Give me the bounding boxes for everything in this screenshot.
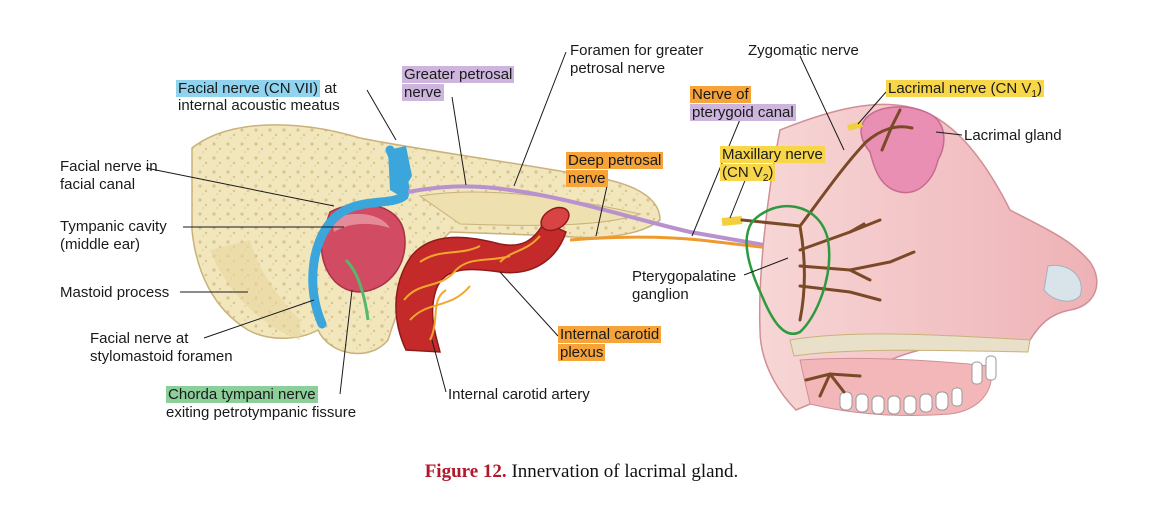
pterygopalatine-ganglion-outline — [745, 205, 831, 335]
leader-lines — [145, 51, 963, 395]
parasympathetic-branches — [740, 108, 916, 398]
facial-nerve-canal-label-2: facial canal — [60, 176, 136, 193]
figure-number: Figure 12. — [424, 461, 507, 482]
foramen-greater-label-2: petrosal nerve — [570, 60, 666, 77]
temporal-bone — [191, 124, 661, 355]
petrous-ridge — [418, 191, 642, 226]
chorda-tympani-label: Chorda tympani nerve — [166, 386, 318, 403]
pterygopalatine-label-1: Pterygopalatine — [632, 268, 737, 285]
greater-petrosal-label-1: Greater petrosal — [402, 66, 515, 83]
maxillary-nerve-tip — [721, 216, 743, 226]
lacrimal-gland — [860, 106, 945, 194]
mastoid-bone-lower — [210, 240, 300, 340]
nerve-pterygoid-label-1: Nerve of — [690, 86, 751, 103]
internal-carotid-plexus-label-1: Internal carotid — [558, 326, 662, 343]
deep-petrosal-label-2: nerve — [566, 170, 608, 187]
mastoid-process-label: Mastoid process — [60, 284, 170, 301]
greater-petrosal-nerve — [407, 184, 771, 248]
geniculate-ganglion — [388, 146, 412, 196]
deep-petrosal-label-1: Deep petrosal — [566, 152, 664, 169]
facial-nerve-stylo-label-2: stylomastoid foramen — [90, 348, 233, 365]
tympanic-cavity-label-1: Tympanic cavity — [60, 218, 167, 235]
facial-nerve-canal-label-1: Facial nerve in — [60, 158, 158, 175]
facial-nerve-cn7-label: Facial nerve (CN VII) at — [176, 80, 337, 97]
teeth — [839, 355, 997, 415]
maxillary-nerve-label-2: (CN V2) — [720, 164, 776, 184]
lacrimal-nerve-label: Lacrimal nerve (CN V1) — [886, 80, 1044, 100]
internal-acoustic-meatus-label: internal acoustic meatus — [178, 97, 340, 114]
face-skin — [758, 103, 1098, 411]
internal-carotid-artery-end — [540, 206, 570, 232]
lacrimal-nerve-tip — [847, 121, 863, 131]
maxillary-nerve-label-1: Maxillary nerve — [720, 146, 825, 163]
deep-petrosal-nerve — [569, 235, 771, 250]
nasal-ala — [1043, 264, 1082, 302]
figure-caption-text: Innervation of lacrimal gland. — [506, 461, 739, 482]
lacrimal-gland-label: Lacrimal gland — [964, 127, 1062, 144]
internal-carotid-plexus — [403, 235, 541, 341]
tympanic-cavity-label-2: (middle ear) — [60, 236, 141, 253]
nerve-pterygoid-label-2: pterygoid canal — [690, 104, 796, 121]
pterygopalatine-label-2: ganglion — [632, 286, 689, 303]
internal-carotid-artery-label: Internal carotid artery — [448, 386, 590, 403]
internal-carotid-plexus-label-2: plexus — [558, 344, 606, 361]
greater-petrosal-label-2: nerve — [402, 84, 444, 101]
chorda-tympani-label-2: exiting petrotympanic fissure — [166, 404, 357, 421]
chorda-tympani-nerve — [344, 258, 370, 321]
foramen-greater-label-1: Foramen for greater — [570, 42, 704, 59]
palate — [789, 333, 1031, 357]
zygomatic-nerve-label: Zygomatic nerve — [748, 42, 859, 59]
tympanic-cavity-shade — [332, 213, 390, 232]
facial-nerve-stylo-label-1: Facial nerve at — [90, 330, 189, 347]
figure-caption: Figure 12. Innervation of lacrimal gland… — [0, 461, 1163, 483]
